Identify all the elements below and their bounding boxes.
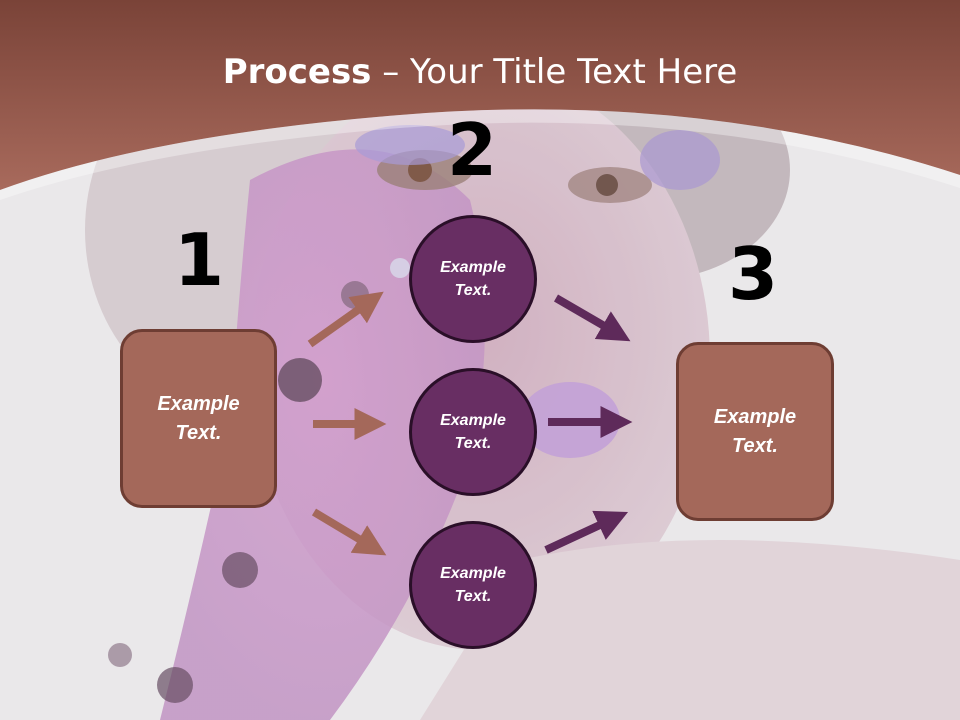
slide-title: Process – Your Title Text Here	[0, 52, 960, 92]
step-1-text: Example Text.	[157, 392, 240, 444]
step-2-circle-middle: Example Text.	[409, 368, 537, 496]
circle-middle-text: Example Text.	[440, 412, 506, 452]
circle-top-text: Example Text.	[440, 259, 506, 299]
step-1-box: Example Text.	[120, 329, 277, 508]
circle-bottom-text: Example Text.	[440, 565, 506, 605]
arrow-top-to-3	[553, 294, 631, 342]
step-3-box: Example Text.	[676, 342, 834, 521]
step-2-circle-bottom: Example Text.	[409, 521, 537, 649]
step-3-text: Example Text.	[713, 405, 797, 457]
arrow-bottom-to-3	[544, 510, 629, 554]
step-number-1: 1	[173, 218, 225, 302]
step-number-2: 2	[446, 108, 498, 192]
step-number-3: 3	[727, 232, 779, 316]
title-bold: Process	[222, 52, 372, 92]
title-rest: – Your Title Text Here	[371, 52, 738, 92]
arrow-1-to-top	[307, 291, 384, 348]
step-2-circle-top: Example Text.	[409, 215, 537, 343]
arrow-1-to-bottom	[311, 508, 387, 556]
